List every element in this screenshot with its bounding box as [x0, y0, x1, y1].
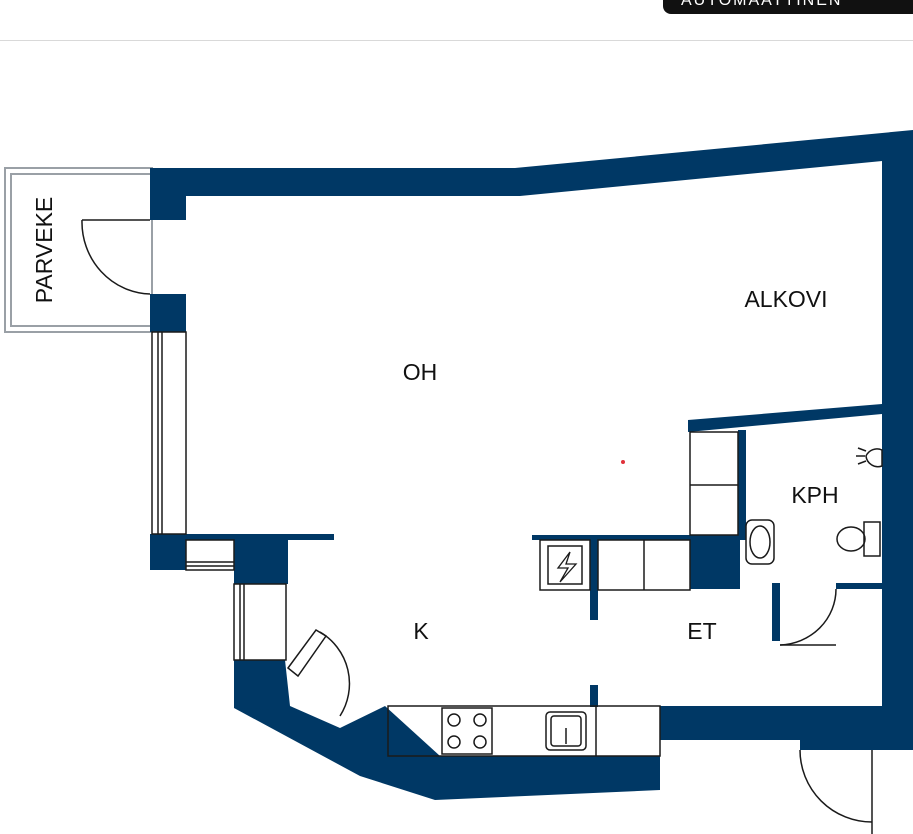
door-entrance [799, 749, 873, 834]
kitchen-sink [545, 711, 587, 751]
room-label-et: ET [687, 618, 716, 644]
room-label-kph: KPH [791, 482, 838, 508]
top-badge: AUTOMAATTINEN [663, 0, 913, 14]
bathroom-sink [745, 519, 775, 565]
balcony [4, 167, 153, 333]
counter-lower [387, 705, 661, 757]
door-bathroom [779, 588, 837, 646]
wall-kitchen-corner [234, 534, 288, 584]
electrical-icon [556, 551, 578, 583]
window-left [151, 331, 287, 661]
wardrobe [689, 431, 739, 536]
wall-left-top [150, 168, 186, 220]
wall-left-mid [150, 294, 186, 332]
wall-bath-top [688, 404, 882, 432]
wall-right [882, 150, 913, 750]
wall-left-low [150, 534, 186, 570]
room-label-k: K [413, 618, 429, 644]
top-bar: AUTOMAATTINEN [0, 0, 913, 41]
room-label-oh: OH [403, 359, 438, 385]
counter-upper [539, 539, 591, 591]
stove [441, 707, 493, 755]
door-kitchen [286, 629, 351, 717]
door-balcony [81, 219, 151, 295]
wall-bath-block [690, 535, 740, 589]
toilet [836, 521, 881, 557]
room-label-parveke: PARVEKE [31, 197, 57, 304]
fixtures [387, 431, 883, 757]
shower-icon [856, 447, 883, 468]
red-marker [621, 460, 625, 464]
wall-top [150, 130, 913, 196]
room-label-alkovi: ALKOVI [744, 286, 827, 312]
wall-bottom [234, 660, 882, 800]
walls [150, 130, 913, 800]
